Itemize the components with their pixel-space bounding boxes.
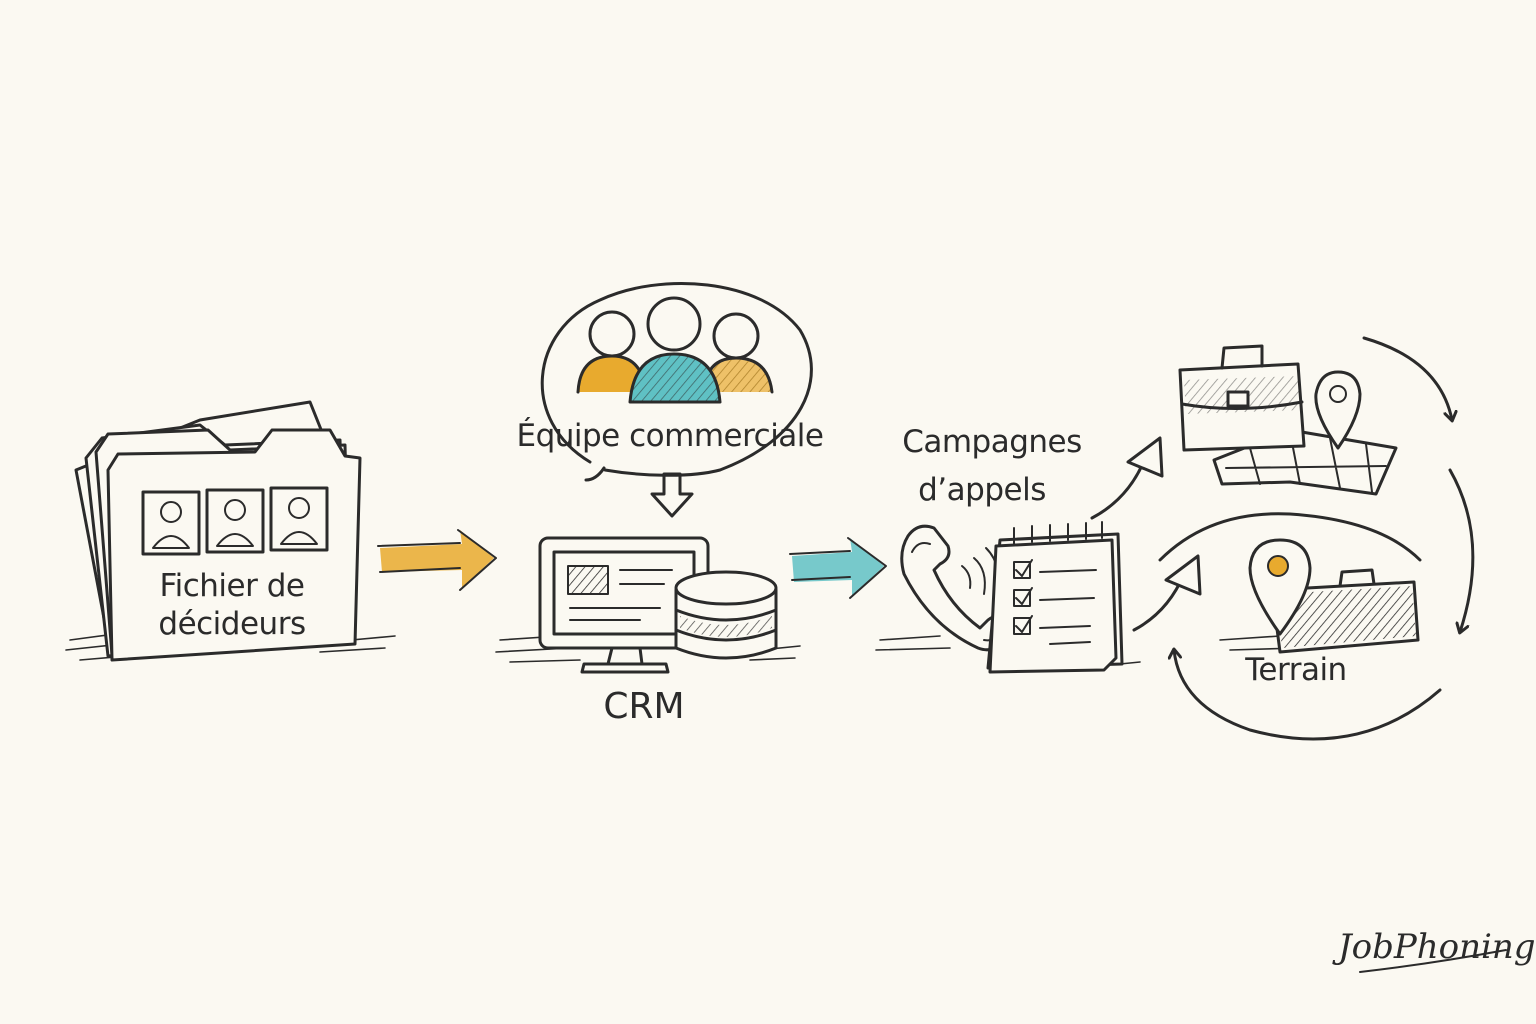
arrow-campagnes-to-field-bottom bbox=[1132, 554, 1202, 632]
briefcase-map-icon bbox=[1178, 344, 1398, 496]
arrow-equipe-to-crm bbox=[650, 472, 694, 518]
equipe-label: Équipe commerciale bbox=[516, 418, 823, 454]
arrow-fichier-to-crm bbox=[377, 529, 497, 591]
arrow-campagnes-to-field-top bbox=[1090, 436, 1164, 520]
jobphoning-logo: JobPhoning bbox=[1332, 927, 1536, 973]
calendar-checklist-icon bbox=[986, 521, 1124, 674]
campagnes-label-line1: Campagnes bbox=[902, 424, 1082, 460]
profile-photos bbox=[141, 486, 329, 556]
arrow-crm-to-campagnes bbox=[789, 537, 887, 599]
campagnes-label-line2: d’appels bbox=[918, 472, 1046, 508]
folder-icon bbox=[65, 400, 396, 662]
terrain-label: Terrain bbox=[1244, 652, 1346, 688]
fichier-label-line1: Fichier de bbox=[160, 568, 305, 604]
fichier-label-line2: décideurs bbox=[158, 606, 305, 642]
terrain-pin-briefcase-icon bbox=[1219, 538, 1420, 654]
crm-label: CRM bbox=[603, 686, 684, 727]
cycle-arrows bbox=[1158, 336, 1475, 741]
team-people-icon bbox=[576, 296, 774, 404]
team-bubble bbox=[540, 281, 813, 482]
crm-computer-icon bbox=[495, 536, 801, 674]
logo-text: JobPhoning bbox=[1332, 927, 1536, 967]
